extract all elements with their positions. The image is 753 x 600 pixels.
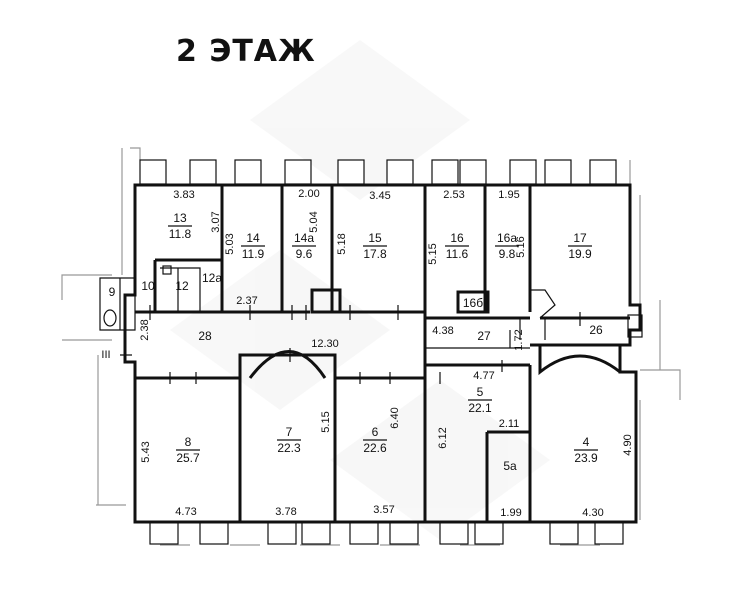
dim-label: 6.12	[437, 427, 449, 448]
dim-label: 4.30	[582, 507, 603, 519]
dim-label: 4.38	[432, 325, 453, 337]
room-area-14a: 9.6	[296, 247, 313, 261]
dim-label: 5.03	[224, 233, 236, 254]
room-number-16a: 16а	[497, 231, 517, 245]
dim-label: 6.40	[389, 407, 401, 428]
dim-label: 5.15	[320, 411, 332, 432]
room-area-16: 11.6	[446, 247, 469, 261]
dim-label: 1.95	[498, 189, 519, 201]
dim-label: 3.57	[373, 504, 394, 516]
room-area-16a: 9.8	[499, 247, 516, 261]
dim-label: 2.53	[443, 189, 464, 201]
dim-label: 3.45	[369, 190, 390, 202]
room-number-16: 16	[450, 231, 464, 245]
dim-label: 5.43	[140, 441, 152, 462]
page-title: 2 ЭТАЖ	[176, 34, 316, 69]
room-number-4: 4	[583, 435, 590, 449]
room-area-7: 22.3	[277, 441, 301, 455]
sink-icon	[162, 265, 172, 275]
room-number-14: 14	[246, 231, 260, 245]
dim-label: 5.15	[427, 243, 439, 264]
room-area-8: 25.7	[176, 451, 200, 465]
room-number-13: 13	[173, 211, 187, 225]
room-area-15: 17.8	[363, 247, 387, 261]
room-number-12: 12	[175, 279, 189, 293]
dimension-labels: 3.83 3.07 5.03 2.00 5.04 3.45 5.18 2.53 …	[139, 188, 634, 519]
dim-label: 4.73	[175, 506, 196, 518]
walls	[99, 183, 643, 524]
top-windows	[139, 159, 617, 185]
room-area-14: 11.9	[242, 247, 265, 261]
room-number-26: 26	[589, 323, 603, 337]
toilet-icon	[103, 309, 117, 327]
room-labels: 13 11.8 14 11.9 14а 9.6 15 17.8 16 11.6 …	[101, 211, 603, 473]
door-marks	[120, 305, 581, 384]
dim-label: 4.77	[473, 370, 494, 382]
room-number-8: 8	[185, 435, 192, 449]
room-number-27: 27	[477, 329, 491, 343]
bottom-windows	[149, 521, 624, 545]
room-number-28: 28	[198, 329, 212, 343]
room-number-17: 17	[573, 231, 587, 245]
room-number-16b: 16б	[463, 296, 483, 310]
room-number-7: 7	[286, 425, 293, 439]
room-area-17: 19.9	[568, 247, 592, 261]
dim-label: 1.99	[500, 507, 521, 519]
dim-label: 5.18	[336, 233, 348, 254]
dim-label: 2.00	[298, 188, 319, 200]
room-number-6: 6	[372, 425, 379, 439]
room-area-5: 22.1	[468, 401, 492, 415]
room-number-9: 9	[109, 285, 116, 299]
stair-label: III	[101, 349, 110, 361]
room-number-10: 10	[141, 279, 155, 293]
room-area-6: 22.6	[363, 441, 387, 455]
dim-label: 12.30	[311, 338, 339, 350]
dim-label: 1.72	[513, 329, 525, 350]
room-number-15: 15	[368, 231, 382, 245]
dim-label: 2.11	[499, 418, 520, 430]
room-number-5a: 5а	[503, 459, 517, 473]
dim-label: 3.83	[173, 189, 194, 201]
room-area-13: 11.8	[169, 227, 192, 241]
dim-label: 5.04	[308, 211, 320, 232]
dim-label: 5.16	[515, 236, 527, 257]
context-lines	[61, 147, 681, 546]
room-number-5: 5	[477, 385, 484, 399]
watermark	[170, 40, 550, 540]
dim-label: 2.37	[236, 295, 257, 307]
room-number-12a: 12а	[202, 271, 222, 285]
dim-label: 2.38	[139, 319, 151, 340]
dim-label: 4.90	[622, 434, 634, 455]
room-number-14a: 14а	[294, 231, 314, 245]
room-area-4: 23.9	[574, 451, 598, 465]
dim-label: 3.07	[210, 211, 222, 232]
dim-label: 3.78	[275, 506, 296, 518]
